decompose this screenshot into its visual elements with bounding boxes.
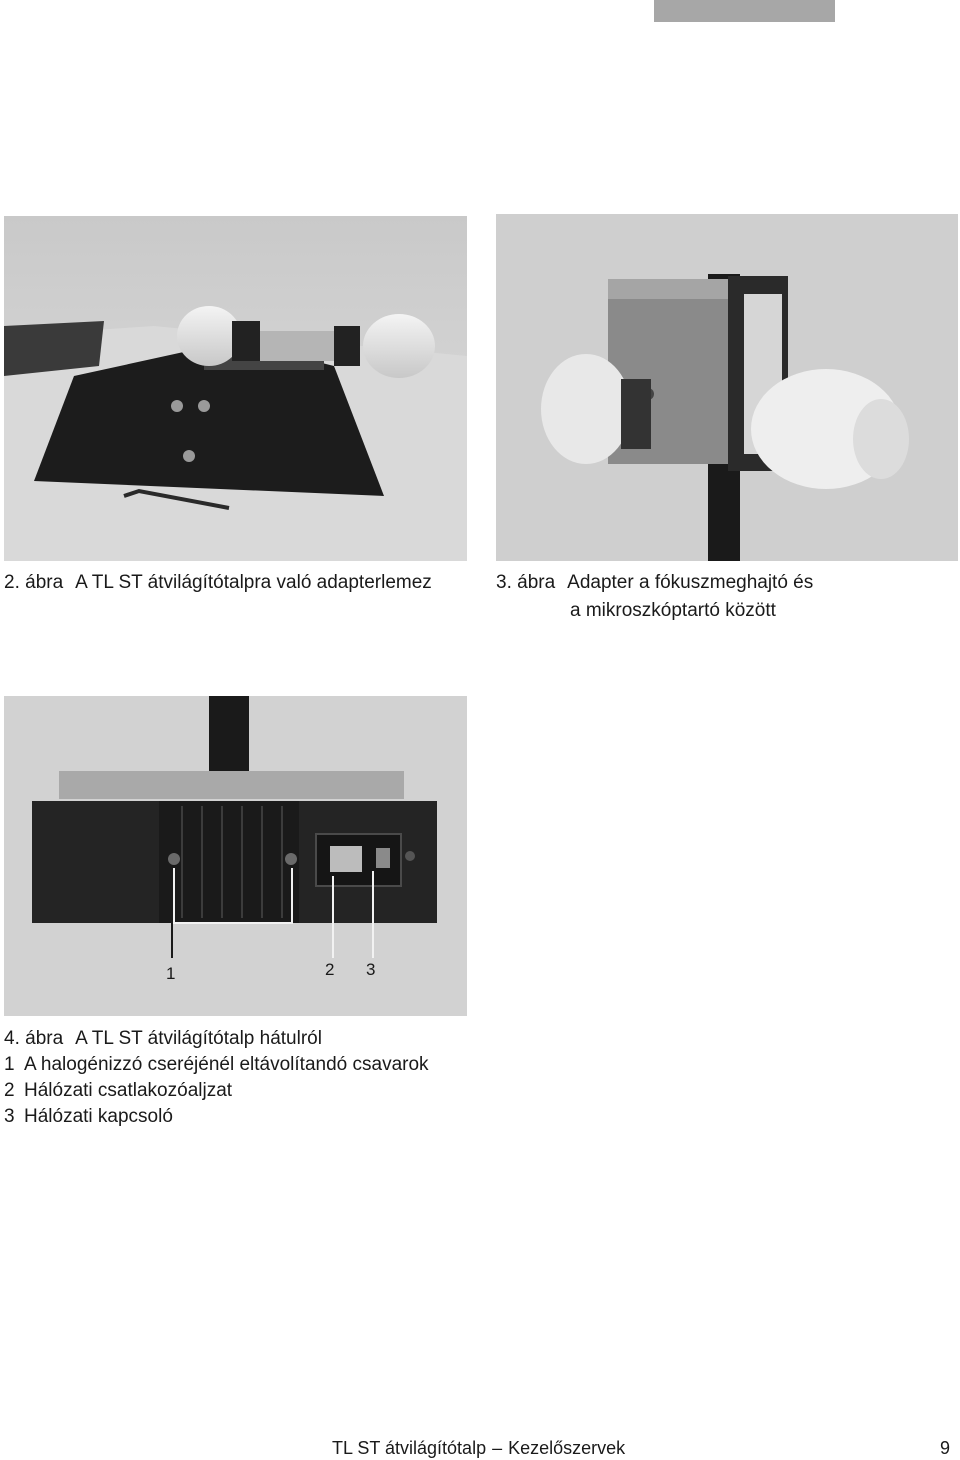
figure-4-photo [4, 696, 467, 1016]
figure-2-number: 2. ábra [4, 572, 64, 593]
callout-3: 3 [366, 960, 376, 979]
legend-item: 1 A halogénizzó cseréjénél eltávolítandó … [4, 1052, 429, 1078]
figure-3-title-line1: Adapter a fókuszmeghajtó és [567, 572, 814, 593]
legend-key: 1 [4, 1054, 15, 1075]
figure-2-photo [4, 216, 467, 561]
callout-1: 1 [166, 964, 176, 983]
figure-4-title: A TL ST átvilágítótalp hátulról [75, 1028, 322, 1049]
legend-text: A halogénizzó cseréjénél eltávolítandó c… [24, 1054, 429, 1075]
legend-item: 3 Hálózati kapcsoló [4, 1104, 173, 1130]
legend-text: Hálózati kapcsoló [24, 1106, 173, 1127]
legend-text: Hálózati csatlakozóaljzat [24, 1080, 233, 1101]
figure-2-caption: 2. ábra A TL ST átvilágítótalpra való ada… [4, 570, 432, 596]
header-tab-bar [654, 0, 835, 22]
figure-4-caption: 4. ábra A TL ST átvilágítótalp hátulról [4, 1026, 322, 1052]
figure-2-title: A TL ST átvilágítótalpra való adapterlem… [75, 572, 432, 593]
legend-key: 3 [4, 1106, 15, 1127]
footer-product: TL ST átvilágítótalp [332, 1438, 487, 1458]
figure-3-number: 3. ábra [496, 572, 556, 593]
figure-3-photo [496, 214, 958, 561]
figure-3-caption: 3. ábra Adapter a fókuszmeghajtó és [496, 570, 813, 596]
callout-2: 2 [325, 960, 335, 979]
legend-item: 2 Hálózati csatlakozóaljzat [4, 1078, 232, 1104]
figure-3-title-line2: a mikroszkóptartó között [570, 600, 776, 621]
legend-key: 2 [4, 1080, 15, 1101]
footer-title: TL ST átvilágítótalp–Kezelőszervek [332, 1437, 625, 1459]
page-number: 9 [940, 1438, 951, 1458]
footer-section: Kezelőszervek [508, 1438, 626, 1458]
figure-4-number: 4. ábra [4, 1028, 64, 1049]
footer-dash: – [492, 1438, 503, 1458]
